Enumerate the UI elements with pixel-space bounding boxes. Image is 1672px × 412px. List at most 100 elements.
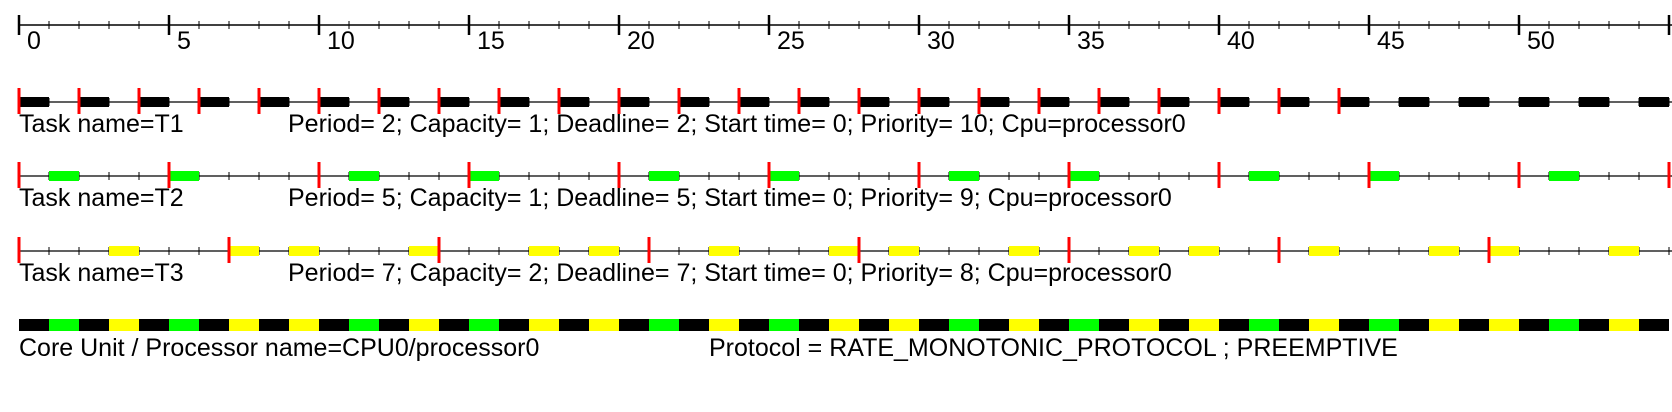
task-t3-params: Period= 7; Capacity= 2; Deadline= 7; Sta… (288, 259, 1172, 287)
processor-slot-t2 (1069, 319, 1099, 331)
processor-slot-t1 (619, 319, 649, 331)
task-t1-execution-bar (859, 97, 889, 107)
processor-slot-t1 (439, 319, 469, 331)
axis-tick-label: 0 (27, 27, 41, 55)
task-t1-timeline (17, 88, 1672, 114)
processor-slot-t1 (979, 319, 1009, 331)
task-t3-execution-bar (229, 246, 259, 256)
task-t1-execution-bar (499, 97, 529, 107)
task-row-t3: Task name=T3 Period= 7; Capacity= 2; Dea… (17, 237, 1672, 287)
processor-slot-t1 (799, 319, 829, 331)
processor-slot-t1 (1579, 319, 1609, 331)
task-t1-execution-bar (739, 97, 769, 107)
task-t1-execution-bar (1579, 97, 1609, 107)
task-t2-execution-bar (1249, 171, 1279, 181)
task-row-t1: Task name=T1 Period= 2; Capacity= 1; Dea… (17, 88, 1672, 138)
axis-tick-label: 50 (1527, 27, 1555, 55)
task-t1-execution-bar (439, 97, 469, 107)
task-t2-execution-bar (1369, 171, 1399, 181)
processor-slot-t3 (109, 319, 139, 331)
task-t1-execution-bar (79, 97, 109, 107)
processor-slot-t1 (1099, 319, 1129, 331)
task-t3-execution-bar (1309, 246, 1339, 256)
processor-slot-t3 (589, 319, 619, 331)
axis-tick-label: 25 (777, 27, 805, 55)
processor-slot-t2 (349, 319, 379, 331)
axis-tick-label: 10 (327, 27, 355, 55)
processor-protocol: Protocol = RATE_MONOTONIC_PROTOCOL ; PRE… (709, 334, 1398, 362)
processor-name: Core Unit / Processor name=CPU0/processo… (19, 334, 539, 362)
task-t1-name: Task name=T1 (19, 110, 184, 138)
task-t1-execution-bar (319, 97, 349, 107)
task-t3-timeline (17, 237, 1672, 263)
task-t1-execution-bar (1039, 97, 1069, 107)
task-t3-execution-bar (1009, 246, 1039, 256)
task-t3-name: Task name=T3 (19, 259, 184, 287)
task-t1-execution-bar (1099, 97, 1129, 107)
axis-tick-label: 20 (627, 27, 655, 55)
task-t1-execution-bar (1279, 97, 1309, 107)
processor-slot-t2 (769, 319, 799, 331)
task-t2-execution-bar (949, 171, 979, 181)
processor-slot-t3 (709, 319, 739, 331)
task-t1-execution-bar (979, 97, 1009, 107)
task-t1-execution-bar (679, 97, 709, 107)
processor-slot-t1 (1159, 319, 1189, 331)
processor-slot-t2 (1369, 319, 1399, 331)
task-t1-execution-bar (259, 97, 289, 107)
processor-slot-t3 (829, 319, 859, 331)
task-t1-execution-bar (799, 97, 829, 107)
task-t1-execution-bar (199, 97, 229, 107)
task-t1-execution-bar (1519, 97, 1549, 107)
processor-slot-t2 (649, 319, 679, 331)
processor-slot-t2 (1249, 319, 1279, 331)
task-t2-params: Period= 5; Capacity= 1; Deadline= 5; Sta… (288, 184, 1172, 212)
processor-slot-t1 (1339, 319, 1369, 331)
task-row-t2: Task name=T2 Period= 5; Capacity= 1; Dea… (17, 162, 1672, 212)
task-t1-execution-bar (1639, 97, 1669, 107)
processor-slot-t3 (1009, 319, 1039, 331)
axis-tick-label: 35 (1077, 27, 1105, 55)
task-t2-execution-bar (349, 171, 379, 181)
task-t2-execution-bar (649, 171, 679, 181)
task-t3-execution-bar (1489, 246, 1519, 256)
task-t3-execution-bar (709, 246, 739, 256)
processor-slot-t1 (139, 319, 169, 331)
task-t2-execution-bar (49, 171, 79, 181)
processor-slot-t1 (79, 319, 109, 331)
task-t3-execution-bar (589, 246, 619, 256)
task-t3-execution-bar (1609, 246, 1639, 256)
task-t2-execution-bar (1549, 171, 1579, 181)
processor-slot-t3 (529, 319, 559, 331)
processor-schedule-bar (19, 319, 1669, 331)
processor-slot-t3 (1609, 319, 1639, 331)
processor-slot-t1 (499, 319, 529, 331)
processor-slot-t1 (379, 319, 409, 331)
task-t1-execution-bar (1339, 97, 1369, 107)
processor-slot-t3 (289, 319, 319, 331)
axis-tick-label: 15 (477, 27, 505, 55)
task-t2-timeline (17, 162, 1672, 188)
task-t1-execution-bar (619, 97, 649, 107)
task-t3-execution-bar (889, 246, 919, 256)
task-t3-execution-bar (1129, 246, 1159, 256)
task-t2-execution-bar (769, 171, 799, 181)
task-t1-execution-bar (1159, 97, 1189, 107)
processor-slot-t1 (19, 319, 49, 331)
processor-slot-t3 (1489, 319, 1519, 331)
processor-slot-t1 (919, 319, 949, 331)
task-t3-execution-bar (529, 246, 559, 256)
processor-row: Core Unit / Processor name=CPU0/processo… (19, 319, 1669, 362)
processor-slot-t3 (1189, 319, 1219, 331)
task-t1-execution-bar (1399, 97, 1429, 107)
task-t1-execution-bar (1219, 97, 1249, 107)
task-t1-params: Period= 2; Capacity= 1; Deadline= 2; Sta… (288, 110, 1186, 138)
processor-slot-t1 (1219, 319, 1249, 331)
processor-slot-t1 (259, 319, 289, 331)
processor-slot-t2 (469, 319, 499, 331)
axis-tick-label: 40 (1227, 27, 1255, 55)
task-t1-execution-bar (1459, 97, 1489, 107)
processor-slot-t1 (559, 319, 589, 331)
